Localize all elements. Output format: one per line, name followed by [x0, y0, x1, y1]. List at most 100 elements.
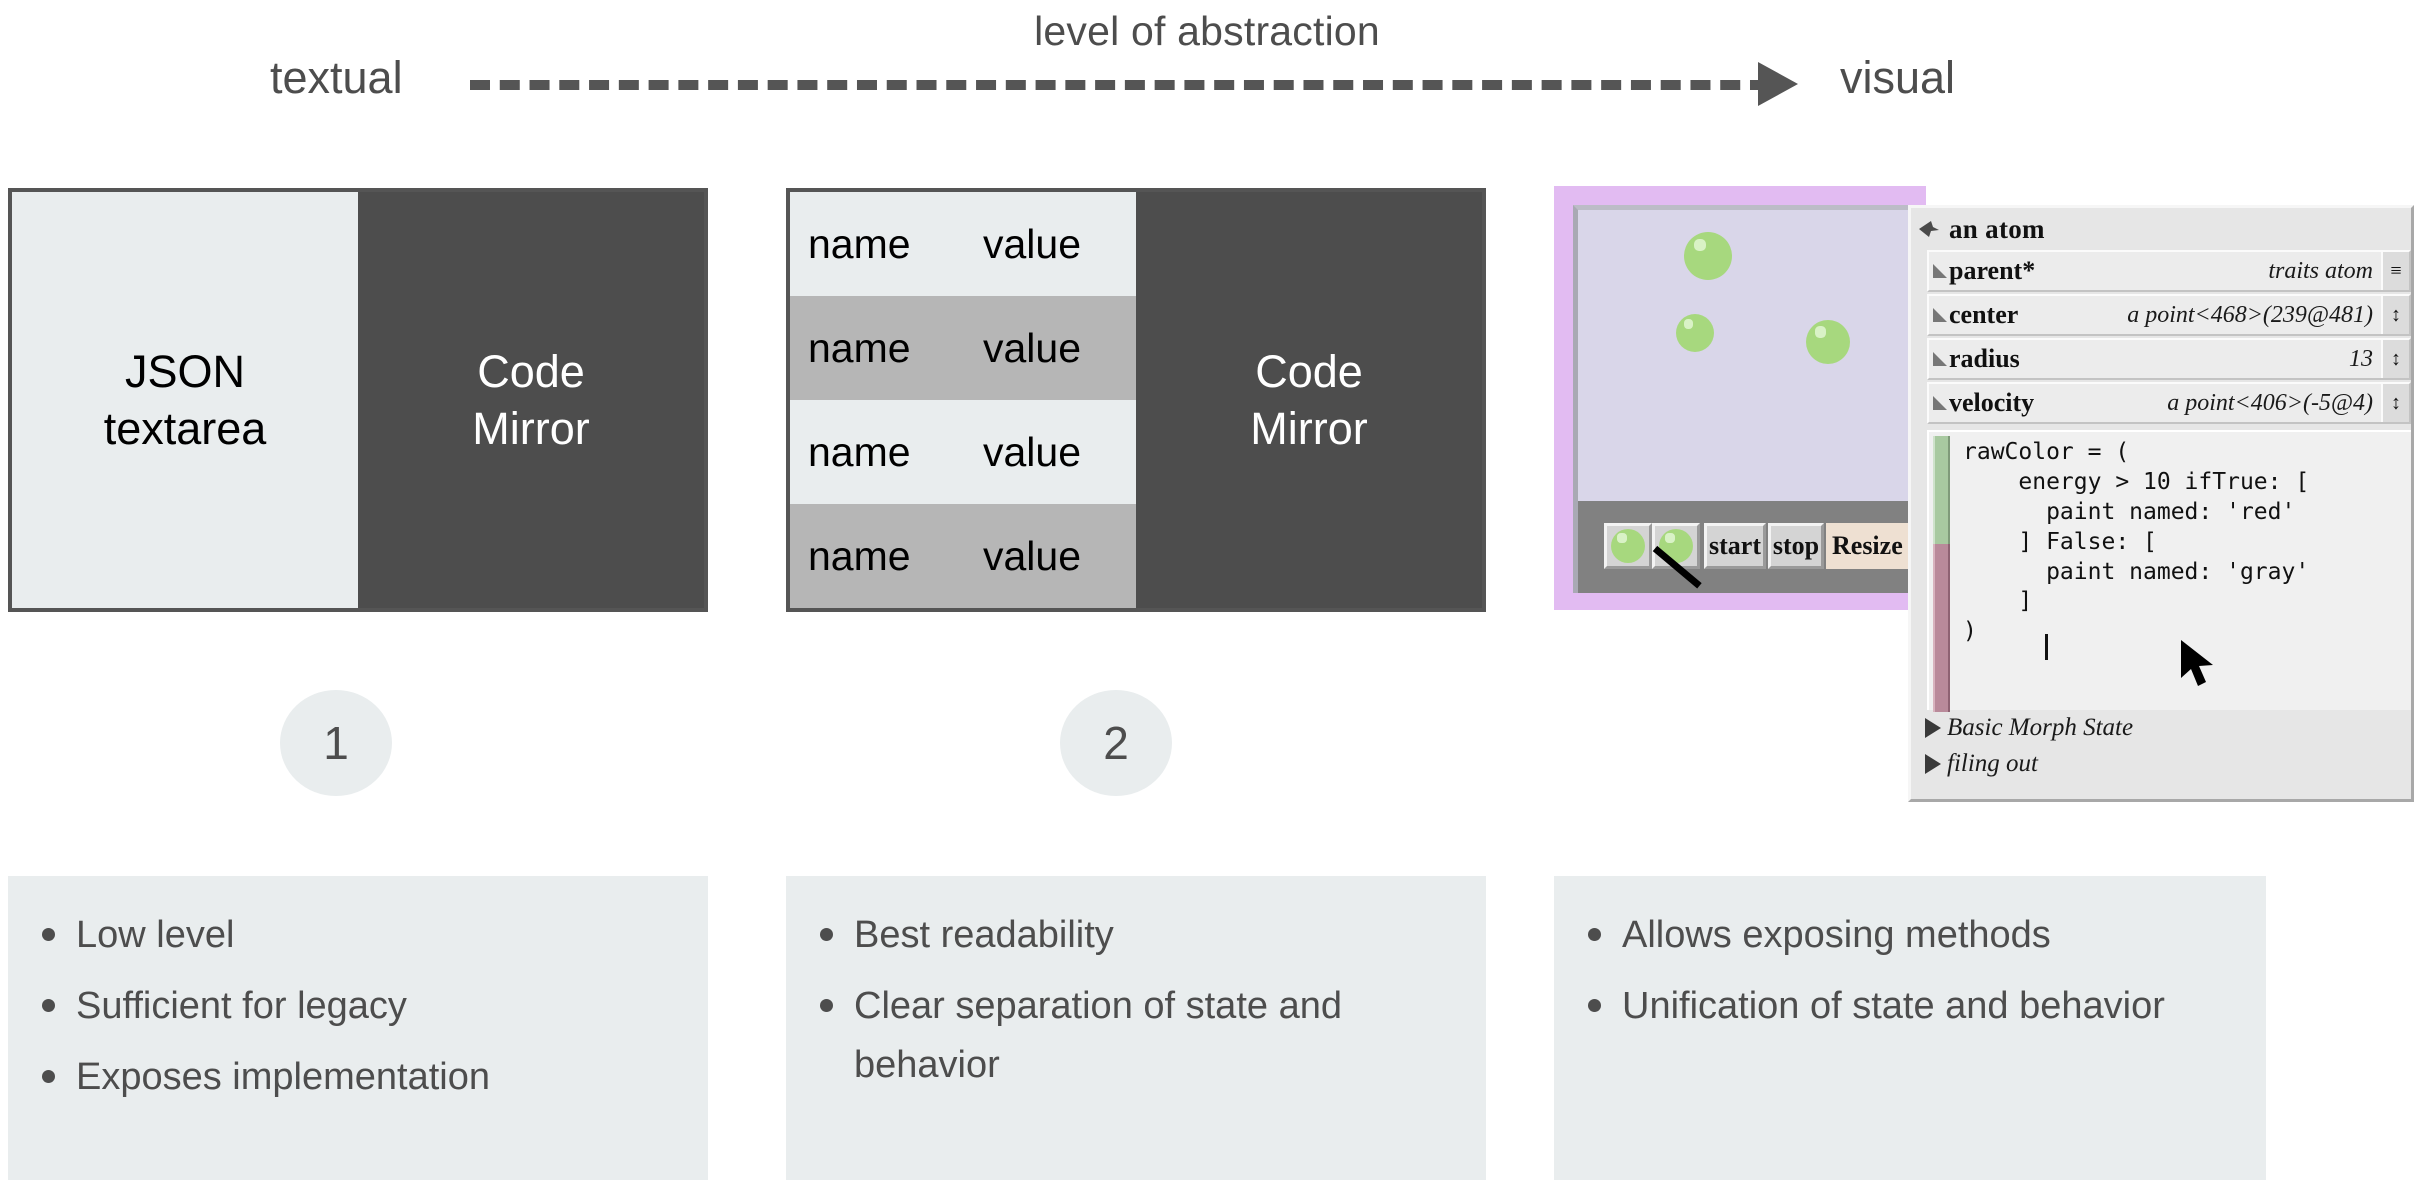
atom-button-2[interactable]	[1652, 523, 1702, 589]
axis-dashed-line	[470, 80, 1770, 90]
table-row[interactable]: name value	[790, 400, 1136, 504]
table-row[interactable]: name value	[790, 192, 1136, 296]
atom-slashed-icon	[1652, 529, 1702, 589]
field-stepper-icon[interactable]: ↕	[2381, 296, 2409, 334]
slash-icon	[1652, 545, 1702, 589]
arrow-right-icon	[1758, 62, 1798, 106]
step-badge-2: 2	[1060, 690, 1172, 796]
inspector-section-filing-out[interactable]: filing out	[1925, 746, 2411, 782]
triangle-right-icon[interactable]	[1925, 718, 1941, 738]
inspector-field-velocity[interactable]: velocity a point<406>(-5@4) ↕	[1927, 382, 2411, 424]
code-gutter	[1933, 436, 1950, 712]
code-mirror-label-line1: Code	[1255, 345, 1363, 397]
list-item: Exposes implementation	[34, 1048, 682, 1107]
field-corner-icon	[1933, 308, 1947, 322]
list-item: Low level	[34, 906, 682, 965]
inspector-field-center[interactable]: center a point<468>(239@481) ↕	[1927, 294, 2411, 336]
text-caret	[2045, 634, 2048, 660]
axis-title: level of abstraction	[1034, 8, 1380, 54]
atom-highlight	[1665, 533, 1675, 543]
field-menu-icon[interactable]: ≡	[2381, 252, 2409, 290]
name-value-table: name value name value name value name va…	[790, 192, 1136, 608]
table-row[interactable]: name value	[790, 296, 1136, 400]
json-textarea-label-line1: JSON	[124, 345, 245, 397]
code-mirror-region-2[interactable]: Code Mirror	[1136, 192, 1482, 608]
morphic-stage[interactable]: start stop Resize	[1573, 205, 1926, 593]
inspector-field-parent[interactable]: parent* traits atom ≡	[1927, 250, 2411, 292]
atom-button-1[interactable]	[1604, 523, 1652, 569]
table-row[interactable]: name value	[790, 504, 1136, 608]
morph-halo-icon[interactable]	[1917, 219, 1941, 239]
code-mirror-label-line1: Code	[477, 345, 585, 397]
row-name: name	[808, 532, 911, 579]
bullet-box-2: Best readability Clear separation of sta…	[786, 876, 1486, 1180]
code-mirror-region-1[interactable]: Code Mirror	[358, 192, 704, 608]
field-corner-icon	[1933, 352, 1947, 366]
bullet-list-1: Low level Sufficient for legacy Exposes …	[34, 906, 682, 1107]
list-item: Allows exposing methods	[1580, 906, 2240, 965]
section-label: filing out	[1947, 750, 2038, 777]
stop-button[interactable]: stop	[1768, 523, 1824, 569]
bullet-box-1: Low level Sufficient for legacy Exposes …	[8, 876, 708, 1180]
json-textarea-label-line2: textarea	[103, 403, 267, 454]
field-corner-icon	[1933, 396, 1947, 410]
inspector-section-basic-morph-state[interactable]: Basic Morph State	[1925, 710, 2411, 746]
gutter-segment-green	[1933, 436, 1950, 544]
start-button[interactable]: start	[1704, 523, 1766, 569]
field-name: parent*	[1949, 256, 2036, 285]
field-name: radius	[1949, 344, 2020, 373]
bullet-box-3: Allows exposing methods Unification of s…	[1554, 876, 2266, 1180]
atom-highlight	[1814, 326, 1827, 338]
field-value: a point<406>(-5@4)	[2167, 389, 2373, 416]
field-value: 13	[2349, 345, 2373, 372]
axis-left-label: textual	[270, 52, 403, 103]
morphic-toolbar: start stop Resize	[1578, 501, 1926, 593]
inspector-code-editor[interactable]: rawColor = ( energy > 10 ifTrue: [ paint…	[1927, 430, 2411, 712]
panel-morphic-world: start stop Resize	[1554, 186, 1926, 610]
inspector-titlebar[interactable]: an atom	[1911, 208, 2411, 250]
code-text[interactable]: rawColor = ( energy > 10 ifTrue: [ paint…	[1963, 439, 2310, 645]
axis-right-label: visual	[1840, 52, 1956, 103]
field-corner-icon	[1933, 264, 1947, 278]
field-stepper-icon[interactable]: ↕	[2381, 384, 2409, 422]
atom-morph[interactable]	[1806, 320, 1850, 364]
list-item: Unification of state and behavior	[1580, 977, 2240, 1036]
list-item: Best readability	[812, 906, 1460, 965]
row-name: name	[808, 220, 911, 267]
atom-highlight	[1693, 238, 1707, 252]
field-name: velocity	[1949, 388, 2035, 417]
row-name: name	[808, 324, 911, 371]
field-value: a point<468>(239@481)	[2127, 301, 2373, 328]
atom-morph[interactable]	[1676, 314, 1714, 352]
gutter-segment-rose	[1933, 544, 1950, 712]
mouse-pointer-icon	[2181, 640, 2213, 686]
atom-highlight	[1617, 533, 1627, 543]
list-item: Sufficient for legacy	[34, 977, 682, 1036]
section-label: Basic Morph State	[1947, 714, 2134, 741]
panel-name-value-table: name value name value name value name va…	[786, 188, 1486, 612]
inspector-title: an atom	[1949, 213, 2045, 244]
json-textarea-region[interactable]: JSON textarea	[12, 192, 358, 608]
bullet-list-2: Best readability Clear separation of sta…	[812, 906, 1460, 1095]
inspector-field-radius[interactable]: radius 13 ↕	[1927, 338, 2411, 380]
panel-json-textarea: JSON textarea Code Mirror	[8, 188, 708, 612]
list-item: Clear separation of state and behavior	[812, 977, 1460, 1095]
atom-highlight	[1683, 319, 1694, 330]
atom-morph[interactable]	[1684, 232, 1732, 280]
row-value: value	[983, 220, 1082, 267]
step-badge-1: 1	[280, 690, 392, 796]
code-mirror-label-line2: Mirror	[1250, 403, 1368, 454]
row-value: value	[983, 324, 1082, 371]
field-value: traits atom	[2268, 257, 2373, 284]
object-inspector-window[interactable]: an atom parent* traits atom ≡ center a p…	[1908, 205, 2414, 802]
abstraction-axis-header: level of abstraction textual visual	[0, 0, 2414, 140]
triangle-right-icon[interactable]	[1925, 754, 1941, 774]
field-stepper-icon[interactable]: ↕	[2381, 340, 2409, 378]
code-mirror-label-line2: Mirror	[472, 403, 590, 454]
atom-icon	[1611, 529, 1645, 563]
row-value: value	[983, 428, 1082, 475]
field-name: center	[1949, 300, 2019, 329]
row-value: value	[983, 532, 1082, 579]
row-name: name	[808, 428, 911, 475]
bullet-list-3: Allows exposing methods Unification of s…	[1580, 906, 2240, 1036]
